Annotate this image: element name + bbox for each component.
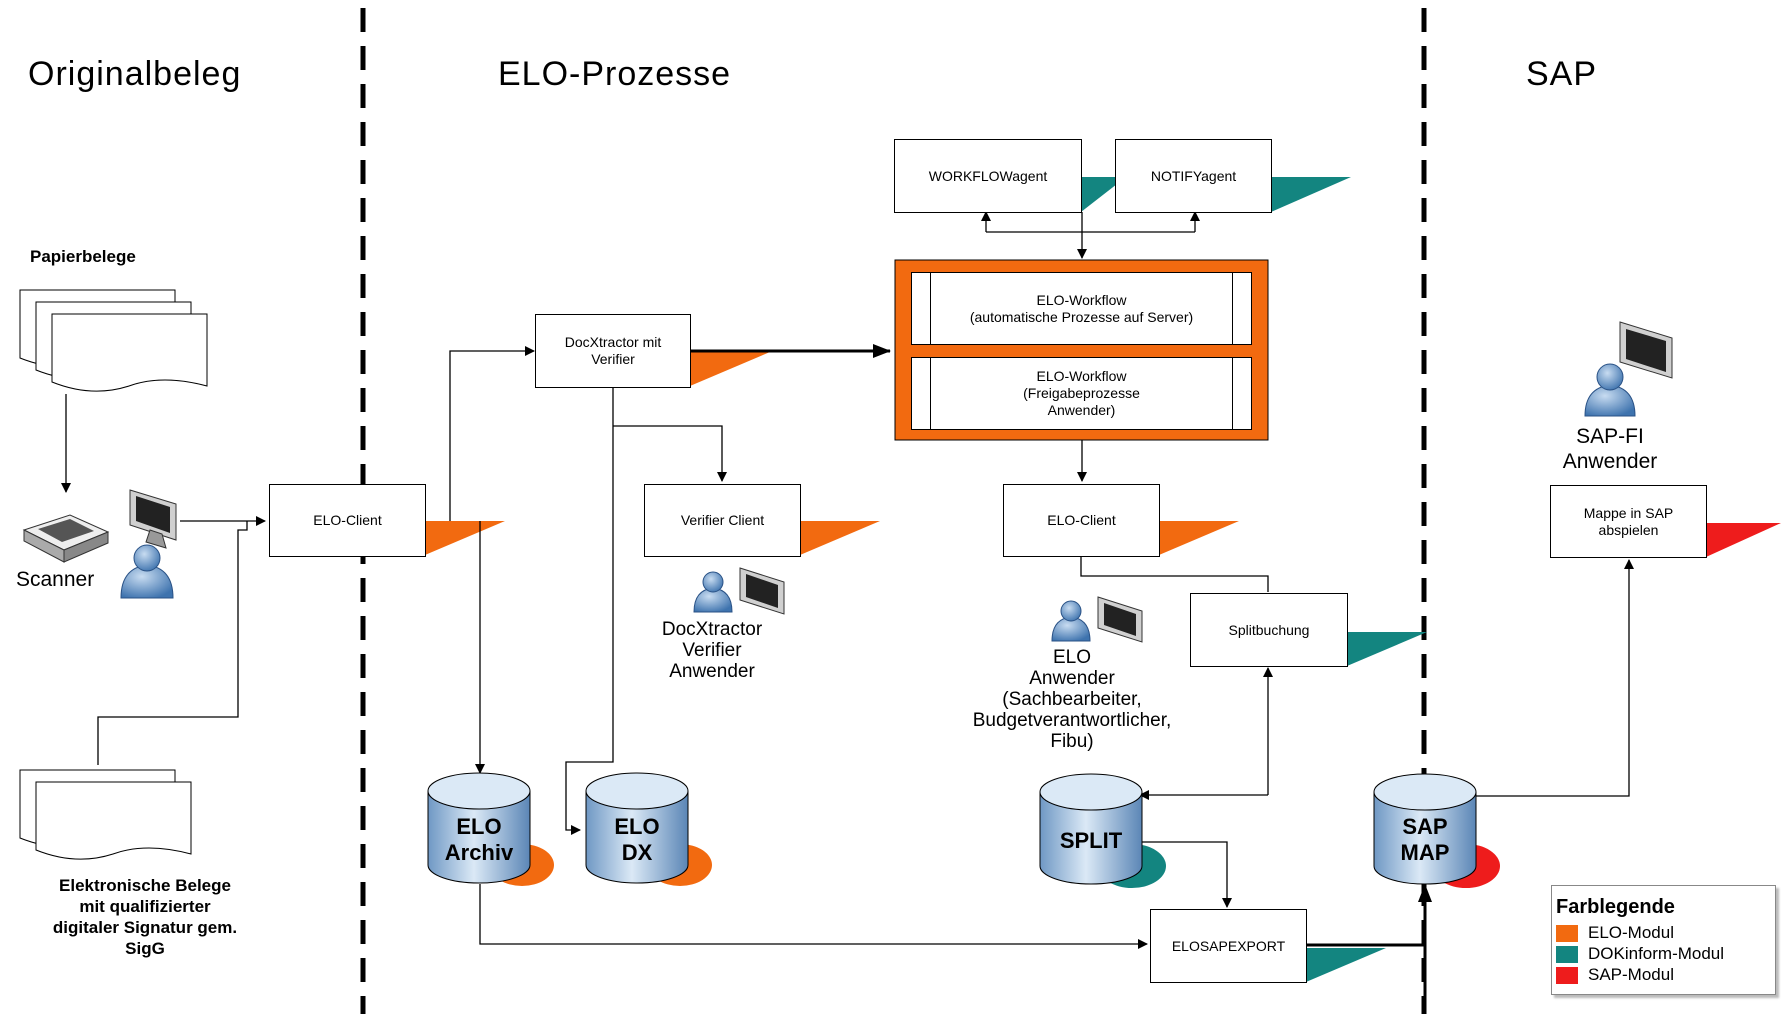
elosapexport-box: ELOSAPEXPORT [1150,909,1307,983]
docxtractor-verifier-box: DocXtractor mit Verifier [535,314,691,388]
user-icon [1584,363,1636,417]
legend-item-dokinform: DOKinform-Modul [1556,944,1724,964]
header-sap: SAP [1526,55,1598,93]
elo-archiv-database-icon [427,772,554,886]
verifier-client-box: Verifier Client [644,484,801,557]
electronic-documents-label: Elektronische Belege mit qualifizierter … [52,876,238,958]
computer-icon [739,567,785,615]
sapfi-user-label: SAP-FI Anwender [1562,425,1658,473]
elo-client-box: ELO-Client [269,484,426,557]
elo-client-box-right: ELO-Client [1003,484,1160,557]
elo-user-label: ELO Anwender (Sachbearbeiter, Budgetvera… [972,647,1172,752]
legend-item-label: DOKinform-Modul [1588,944,1725,963]
workflowagent-box: WORKFLOWagent [894,139,1082,213]
sap-swatch [1556,966,1578,984]
splitbuchung-box: Splitbuchung [1190,593,1348,667]
dokinform-module-tab [1306,948,1386,982]
elo-module-tab [800,521,880,555]
electronic-documents-icon [19,769,192,860]
user-icon [693,571,733,613]
papierbelege-label: Papierbelege [30,247,136,266]
dokinform-module-tab [1347,632,1427,666]
elo-dx-database-icon [585,772,712,886]
dokinform-module-tab [1081,177,1126,212]
sap-map-database-icon [1373,773,1500,888]
sap-module-tab [1706,523,1781,557]
legend-item-sap: SAP-Modul [1556,965,1674,985]
computer-icon [1097,596,1143,643]
split-label: SPLIT [1059,828,1123,853]
elo-module-tab [690,352,770,386]
elo-archiv-label: ELO Archiv [444,814,514,865]
sap-map-label: SAP MAP [1400,814,1450,865]
legend-item-label: SAP-Modul [1588,965,1674,984]
docxtractor-user-label: DocXtractor Verifier Anwender [661,619,763,682]
header-elo-prozesse: ELO-Prozesse [498,55,732,93]
dokinform-swatch [1556,945,1578,963]
scanner-label: Scanner [16,568,95,591]
user-icon [120,544,174,599]
elo-module-tab [425,521,505,555]
elo-workflow-auto-box: ELO-Workflow (automatische Prozesse auf … [911,272,1252,345]
elo-module-tab [1159,521,1239,555]
scanner-icon [22,514,110,563]
elo-workflow-freigabe-label: ELO-Workflow (Freigabeprozesse Anwender) [1023,368,1140,418]
user-icon [1051,600,1091,642]
legend-item-elo: ELO-Modul [1556,923,1674,943]
notifyagent-box: NOTIFYagent [1115,139,1272,213]
color-legend: Farblegende ELO-Modul DOKinform-Modul SA… [1551,885,1776,995]
header-originalbeleg: Originalbeleg [28,55,242,93]
legend-title: Farblegende [1556,896,1675,918]
mappe-in-sap-box: Mappe in SAP abspielen [1550,485,1707,558]
elo-dx-label: ELO DX [614,814,660,865]
dokinform-module-tab [1271,177,1351,212]
paper-documents-icon [19,289,208,392]
split-database-icon [1039,773,1166,888]
elo-workflow-freigabe-box: ELO-Workflow (Freigabeprozesse Anwender) [911,357,1252,430]
legend-item-label: ELO-Modul [1588,923,1674,942]
computer-icon [1619,321,1673,379]
computer-icon [129,489,177,549]
elo-swatch [1556,924,1578,942]
elo-workflow-auto-label: ELO-Workflow (automatische Prozesse auf … [969,291,1194,325]
